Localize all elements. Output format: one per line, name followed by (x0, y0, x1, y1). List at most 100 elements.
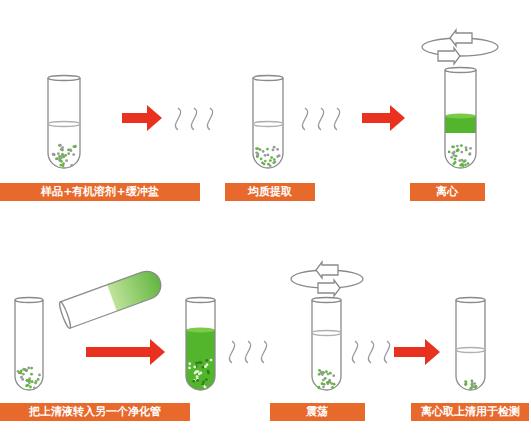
particle (324, 377, 327, 380)
particle (464, 383, 467, 386)
step-text: 离心 (436, 185, 458, 198)
particle (269, 164, 272, 167)
particle (21, 378, 24, 381)
pouring-tube (58, 267, 165, 329)
particle (188, 362, 191, 365)
particle (460, 151, 463, 154)
particle (53, 153, 56, 156)
particle (59, 144, 62, 147)
step-label: 样品+有机溶剂+缓冲盐 (0, 183, 200, 201)
step-label: 离心取上清用于检测 (411, 403, 529, 421)
particle (29, 386, 32, 389)
particle (197, 370, 200, 373)
step-label: 均质提取 (225, 183, 315, 201)
particle (20, 369, 23, 372)
particle (474, 385, 477, 388)
particle (264, 154, 267, 157)
particle (453, 151, 456, 154)
particle (72, 153, 75, 156)
particle (202, 366, 205, 369)
test-tube (456, 298, 485, 391)
particle (196, 379, 199, 382)
test-tube (15, 298, 43, 391)
particle (57, 152, 60, 155)
shaking-marks (175, 108, 389, 363)
particle (321, 382, 324, 385)
particle (473, 382, 476, 385)
step-text: 震荡 (306, 405, 328, 418)
particle (327, 373, 330, 376)
particle (37, 378, 40, 381)
process-arrow (122, 105, 162, 131)
particle (260, 157, 263, 160)
particle (471, 382, 474, 385)
particle (452, 163, 455, 166)
particle (200, 361, 203, 364)
shaking-mark (207, 108, 212, 130)
shaking-mark (318, 108, 323, 130)
particle (267, 153, 270, 156)
particle (456, 149, 459, 152)
particle (467, 162, 470, 165)
particle (58, 144, 61, 147)
particle (331, 386, 334, 389)
particle (27, 367, 30, 370)
particle (69, 149, 72, 152)
step-label: 离心 (410, 183, 485, 201)
particle (33, 386, 36, 389)
step-label: 震荡 (270, 403, 365, 421)
particle (38, 374, 41, 377)
particle (461, 164, 464, 167)
particle (453, 154, 456, 157)
step-label: 把上清液转入另一个净化管 (0, 403, 190, 421)
particle (35, 380, 38, 383)
test-tube (48, 76, 80, 169)
particle (25, 384, 28, 387)
particle (454, 158, 457, 161)
particle (256, 155, 259, 158)
particle (61, 153, 64, 156)
shaking-mark (191, 108, 196, 130)
particle (65, 159, 68, 162)
particle (318, 387, 321, 390)
particle (262, 150, 265, 153)
particle (22, 373, 25, 376)
particle (464, 163, 467, 166)
particle (74, 145, 77, 148)
particle (448, 151, 451, 154)
particle (26, 379, 29, 382)
particle (195, 362, 198, 365)
particle (471, 379, 474, 382)
particle (193, 379, 196, 382)
particle (450, 156, 453, 159)
particle (196, 375, 199, 378)
particle (273, 146, 276, 149)
particle (465, 146, 468, 149)
rotation-symbol (422, 30, 498, 64)
test-tube (186, 298, 215, 391)
particle (456, 145, 459, 148)
particle (326, 381, 329, 384)
particle (194, 372, 197, 375)
particle (333, 383, 336, 386)
test-tube (253, 76, 283, 169)
shaking-mark (334, 108, 339, 130)
particle (52, 153, 55, 156)
particle (205, 378, 208, 381)
step-text: 均质提取 (248, 185, 292, 198)
particle (474, 385, 477, 388)
particle (30, 367, 33, 370)
particle (28, 377, 31, 380)
particle (460, 144, 463, 147)
particle (61, 154, 64, 157)
particle (272, 149, 275, 152)
particle (276, 148, 279, 151)
particle (58, 159, 61, 162)
particle (52, 153, 55, 156)
particle (62, 162, 65, 165)
particle (17, 370, 20, 373)
particle (193, 366, 196, 369)
test-tube (445, 68, 476, 169)
particle (201, 383, 204, 386)
